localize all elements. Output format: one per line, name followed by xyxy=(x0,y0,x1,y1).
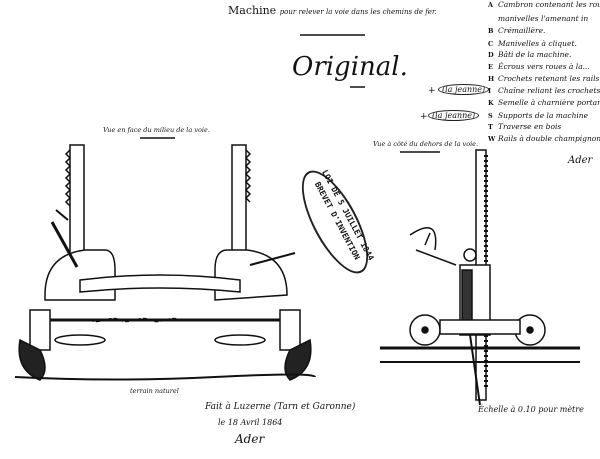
left-view-caption: Vue en face du milieu de la voie. xyxy=(103,126,210,134)
legend-text: manivelles l'amenant in xyxy=(498,14,589,23)
legend-key: I xyxy=(488,87,492,95)
title-main: Machine xyxy=(228,4,277,17)
correction-mark: + xyxy=(428,86,436,96)
legend-key: E xyxy=(488,63,493,71)
legend-key: W xyxy=(488,135,496,143)
ground-label: terrain naturel xyxy=(130,387,179,395)
legend-item: E Écrous vers roues à la... xyxy=(488,62,590,71)
legend-key: H xyxy=(488,75,495,83)
right-view-caption: Vue à côté du dehors de la voie. xyxy=(373,140,479,148)
signature-place: Fait à Luzerne (Tarn et Garonne) xyxy=(205,402,356,412)
front-view-machine xyxy=(14,144,316,381)
legend-key: C xyxy=(488,40,494,48)
legend-text: Manivelles à cliquet. xyxy=(498,39,577,48)
legend-item: D Bâti de la machine. xyxy=(488,50,571,59)
correction-mark: + xyxy=(420,112,428,122)
legend-text: Cambron contenant les roues xyxy=(498,0,600,9)
legend-text: Supports de la machine xyxy=(498,111,589,120)
drawing-title: Machine pour relever la voie dans les ch… xyxy=(228,4,437,17)
legend-text: Crochets retenant les rails xyxy=(498,74,600,83)
legend-item: manivelles l'amenant in xyxy=(488,14,588,23)
title-rest: pour relever la voie dans les chemins de… xyxy=(279,8,437,16)
correction-note: (la jeanne) xyxy=(428,110,480,121)
legend-text: Rails à double champignon xyxy=(498,134,600,143)
legend-text: Crémaillère. xyxy=(498,26,546,35)
correction-note: (la jeanne) xyxy=(438,84,490,95)
side-view-machine xyxy=(380,149,580,406)
legend-text: Écrous vers roues à la... xyxy=(498,62,590,71)
legend-item: K Semelle à charnière portant xyxy=(488,98,600,107)
legend-key: B xyxy=(488,27,494,35)
legend-item: C Manivelles à cliquet. xyxy=(488,39,577,48)
legend-signature: Ader xyxy=(568,155,593,166)
legend-text: Chaîne reliant les crochets xyxy=(498,86,600,95)
legend-item: S Supports de la machine xyxy=(488,111,588,120)
legend-key: D xyxy=(488,51,494,59)
legend-item: T Traverse en bois xyxy=(488,122,561,131)
legend-text: Semelle à charnière portant xyxy=(498,98,600,107)
signature-date: le 18 Avril 1864 xyxy=(218,418,283,427)
legend-text: Traverse en bois xyxy=(498,122,562,131)
signature-name: Ader xyxy=(235,432,265,446)
legend-item: B Crémaillère. xyxy=(488,26,545,35)
legend-key: A xyxy=(488,1,494,9)
title-underlines xyxy=(140,34,440,153)
scale-note: Échelle à 0.10 pour mètre xyxy=(478,405,584,414)
legend-key: S xyxy=(488,112,493,120)
legend-item: A Cambron contenant les roues xyxy=(488,0,600,9)
legend-text: Bâti de la machine. xyxy=(498,50,572,59)
original-mark: Original. xyxy=(292,52,408,82)
legend-item: I Chaîne reliant les crochets xyxy=(488,86,600,95)
legend-key: T xyxy=(488,123,493,131)
legend-key: K xyxy=(488,99,494,107)
